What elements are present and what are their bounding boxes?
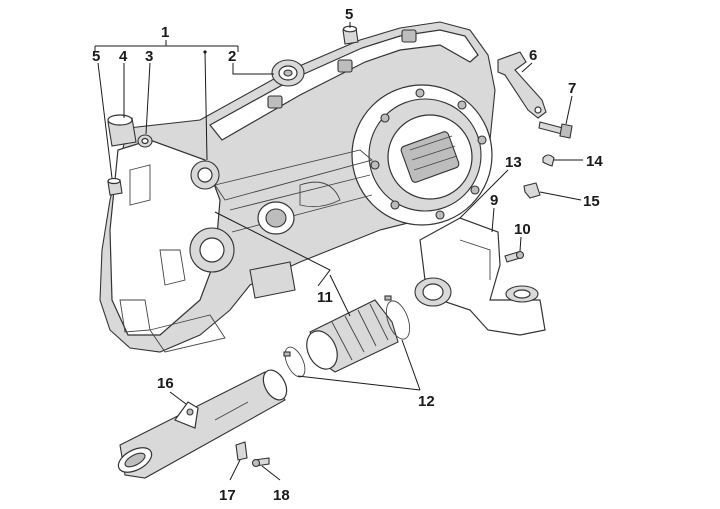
bearing-part-2 xyxy=(271,59,305,87)
callout-17: 17 xyxy=(219,487,236,504)
callout-13: 13 xyxy=(505,154,522,171)
callout-5-left: 5 xyxy=(92,48,100,65)
screw-part-10 xyxy=(504,250,525,263)
dowel-part-5-top xyxy=(342,25,359,45)
callout-labels: 1 5 4 3 2 5 6 7 13 14 15 9 10 11 12 16 1… xyxy=(92,6,603,504)
callout-12: 12 xyxy=(418,393,435,410)
callout-7: 7 xyxy=(568,80,576,97)
leader-lines xyxy=(94,22,583,481)
air-inlet-pipe-part-16 xyxy=(117,369,288,479)
intake-manifold-part-9 xyxy=(414,217,546,336)
bracket-part-6 xyxy=(497,51,547,119)
screw-part-18 xyxy=(251,457,270,468)
callout-16: 16 xyxy=(157,375,174,392)
callout-11: 11 xyxy=(317,289,333,306)
transmission-cover xyxy=(99,21,496,353)
callout-9: 9 xyxy=(490,192,498,209)
callout-10: 10 xyxy=(514,221,531,238)
callout-2: 2 xyxy=(228,48,236,65)
clip-part-15 xyxy=(523,182,541,199)
clip-part-17 xyxy=(235,441,248,461)
bushing-part-4 xyxy=(107,114,137,147)
callout-6: 6 xyxy=(529,47,537,64)
spacer-part-3 xyxy=(137,134,153,148)
callout-14: 14 xyxy=(586,153,603,170)
callout-18: 18 xyxy=(273,487,290,504)
callout-5-top: 5 xyxy=(345,6,353,23)
hose-clamp-part-12-upper xyxy=(384,295,411,340)
intake-duct-part-11 xyxy=(306,299,399,373)
callout-4: 4 xyxy=(119,48,128,65)
dowel-part-5-left xyxy=(107,177,123,196)
callout-1: 1 xyxy=(161,24,169,41)
callout-15: 15 xyxy=(583,193,600,210)
hose-clamp-part-12-lower xyxy=(283,346,306,378)
bolt-part-7 xyxy=(538,121,573,139)
callout-3: 3 xyxy=(145,48,153,65)
clip-part-14 xyxy=(542,154,555,167)
